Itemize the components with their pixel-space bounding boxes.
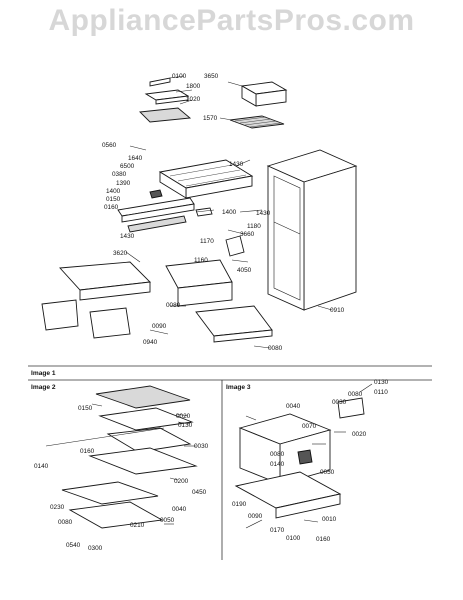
callout-label: 0080 [348, 391, 363, 398]
callout-label: 0030 [194, 443, 209, 450]
callout-label: 0230 [50, 504, 65, 511]
image2-parts-drawing [45, 385, 198, 529]
callout-label: 0540 [66, 542, 81, 549]
callout-label: 1020 [186, 96, 201, 103]
upper-parts-drawing [41, 75, 358, 349]
callout-label: 1640 [128, 155, 143, 162]
section-label-image2: Image 2 [31, 384, 56, 391]
callout-label: 0170 [270, 527, 285, 534]
callout-label: 0380 [112, 171, 127, 178]
callout-label: 4050 [237, 267, 252, 274]
callout-label: 0050 [160, 517, 175, 524]
callout-label: 0050 [320, 469, 335, 476]
callout-label: 0040 [172, 506, 187, 513]
callout-label: 0090 [152, 323, 167, 330]
callout-label: 0190 [232, 501, 247, 508]
callout-label: 0010 [322, 516, 337, 523]
callout-label: 0160 [80, 448, 95, 455]
callout-label: 0160 [104, 204, 119, 211]
callout-label: 1430 [120, 233, 135, 240]
watermark: AppliancePartsPros.com [48, 4, 415, 37]
image3-parts-drawing [234, 383, 373, 529]
callout-label: 0200 [174, 478, 189, 485]
callout-label: 0080 [270, 451, 285, 458]
callout-label: 0130 [374, 379, 389, 386]
callout-label: 0300 [88, 545, 103, 552]
callout-label: 0080 [58, 519, 73, 526]
callout-label: 1160 [194, 257, 208, 264]
callout-label: 1390 [116, 180, 131, 187]
callout-label: 0150 [106, 196, 121, 203]
callout-label: 0140 [270, 461, 285, 468]
callout-label: 0080 [268, 345, 283, 352]
callout-label: 0560 [102, 142, 117, 149]
callout-label: 1430 [256, 210, 271, 217]
callout-label: 0080 [166, 302, 181, 309]
callout-label: 3660 [240, 231, 255, 238]
callout-label: 0070 [302, 423, 317, 430]
callout-label: 0090 [248, 513, 263, 520]
callout-label: 0140 [34, 463, 49, 470]
callout-label: 1430 [229, 161, 244, 168]
callout-label: 0940 [143, 339, 158, 346]
section-label-image1: Image 1 [31, 370, 56, 377]
callout-label: 0210 [130, 522, 145, 529]
section-label-image3: Image 3 [226, 384, 251, 391]
callout-label: 6500 [120, 163, 135, 170]
callout-label: 1570 [203, 115, 218, 122]
callout-label: 0150 [78, 405, 93, 412]
callout-label: 0130 [178, 422, 193, 429]
callout-label: 0030 [332, 399, 347, 406]
callout-label: 0160 [316, 536, 331, 543]
callout-label: 0110 [374, 389, 388, 396]
callout-label: 1180 [247, 223, 261, 230]
callout-label: 1800 [186, 83, 201, 90]
callout-label: 0910 [330, 307, 345, 314]
callout-label: 0100 [172, 73, 187, 80]
callout-label: 0040 [286, 403, 301, 410]
callout-label: 0020 [352, 431, 367, 438]
callout-label: 3620 [113, 250, 128, 257]
callout-label: 1400 [106, 188, 121, 195]
callout-label: 0450 [192, 489, 207, 496]
callout-label: 3650 [204, 73, 219, 80]
callout-label: 1400 [222, 209, 237, 216]
callout-label: 0020 [176, 413, 191, 420]
callout-label: 1170 [200, 238, 214, 245]
callout-label: 0100 [286, 535, 301, 542]
